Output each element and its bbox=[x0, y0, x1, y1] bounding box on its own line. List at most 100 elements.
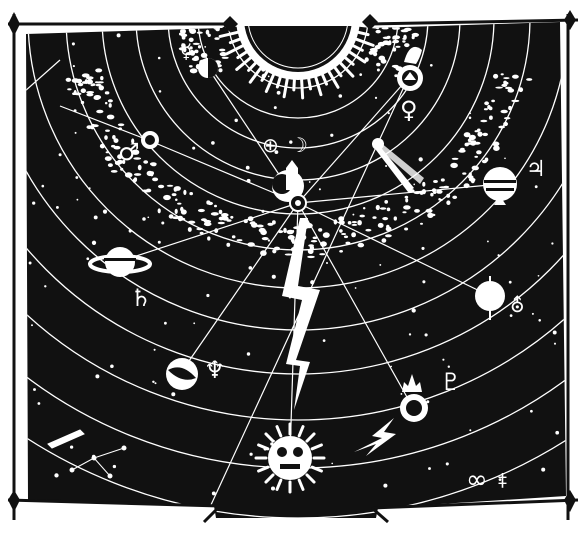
asteroid bbox=[196, 228, 203, 231]
asteroid bbox=[387, 208, 391, 212]
infinity-symbol: ∞ bbox=[466, 465, 488, 495]
asteroid bbox=[194, 56, 199, 61]
asteroid bbox=[511, 100, 519, 102]
star bbox=[377, 69, 380, 72]
asteroid bbox=[167, 185, 174, 187]
asteroid bbox=[158, 185, 164, 188]
jupiter-symbol: ♃ bbox=[526, 157, 546, 182]
asteroid bbox=[201, 218, 207, 221]
asteroid bbox=[489, 107, 493, 111]
asteroid bbox=[393, 40, 400, 43]
asteroid bbox=[218, 222, 225, 224]
asteroid bbox=[180, 29, 186, 34]
asteroid bbox=[365, 229, 371, 232]
asteroid bbox=[358, 243, 365, 248]
asteroid bbox=[472, 166, 479, 171]
saturn-symbol: ♄ bbox=[130, 284, 152, 312]
star bbox=[211, 141, 215, 145]
asteroid bbox=[232, 235, 236, 238]
star bbox=[147, 216, 149, 218]
asteroid bbox=[308, 244, 314, 247]
star bbox=[331, 463, 333, 465]
star bbox=[154, 349, 156, 351]
star bbox=[469, 112, 471, 114]
asteroid bbox=[134, 173, 141, 176]
star bbox=[355, 287, 357, 289]
asteroid bbox=[67, 88, 71, 90]
asteroid bbox=[392, 26, 398, 30]
asteroid bbox=[287, 230, 294, 235]
star bbox=[76, 199, 78, 201]
star bbox=[535, 185, 538, 188]
asteroid bbox=[208, 34, 211, 37]
asteroid bbox=[373, 52, 377, 56]
star bbox=[158, 57, 161, 60]
asteroid bbox=[92, 124, 99, 127]
asteroid bbox=[376, 30, 381, 34]
asteroid bbox=[446, 200, 450, 205]
asteroid bbox=[379, 56, 386, 61]
star bbox=[385, 165, 387, 167]
asteroid bbox=[211, 212, 219, 216]
asteroid bbox=[247, 242, 255, 247]
star bbox=[29, 262, 32, 265]
asteroid bbox=[108, 99, 113, 102]
asteroid bbox=[308, 249, 314, 254]
star bbox=[532, 313, 534, 315]
star bbox=[103, 210, 107, 214]
asteroid bbox=[219, 210, 223, 214]
star bbox=[261, 210, 264, 213]
asteroid bbox=[272, 220, 276, 224]
asteroid bbox=[439, 199, 443, 201]
asteroid bbox=[152, 178, 158, 182]
star bbox=[247, 352, 250, 355]
asteroid bbox=[477, 129, 481, 132]
asteroid bbox=[96, 110, 103, 114]
asteroid bbox=[81, 101, 84, 104]
asteroid bbox=[274, 247, 280, 251]
asteroid bbox=[222, 57, 229, 59]
star bbox=[164, 322, 167, 325]
asteroid bbox=[197, 32, 203, 34]
uranus-symbol: ⛢ bbox=[510, 293, 525, 317]
asteroid bbox=[86, 93, 93, 96]
star bbox=[359, 73, 362, 76]
asteroid bbox=[143, 160, 148, 164]
asteroid bbox=[341, 233, 346, 235]
star bbox=[541, 468, 545, 472]
star bbox=[555, 431, 559, 435]
asteroid bbox=[108, 163, 113, 167]
star bbox=[192, 147, 195, 150]
star bbox=[110, 365, 114, 369]
asteroid bbox=[190, 68, 198, 73]
asteroid bbox=[503, 122, 508, 126]
asteroid bbox=[226, 243, 230, 247]
asteroid bbox=[283, 228, 287, 233]
star bbox=[268, 76, 270, 78]
asteroid bbox=[107, 115, 115, 120]
asteroid bbox=[501, 110, 508, 114]
asteroid bbox=[82, 81, 87, 84]
star bbox=[171, 392, 175, 396]
star bbox=[553, 331, 557, 335]
asteroid bbox=[183, 190, 186, 195]
mars-icon bbox=[141, 131, 159, 149]
asteroid bbox=[508, 106, 512, 110]
asteroid bbox=[372, 216, 376, 219]
asteroid bbox=[485, 158, 489, 162]
asteroid bbox=[414, 209, 420, 213]
asteroid bbox=[198, 209, 205, 212]
asteroid bbox=[376, 205, 380, 210]
star bbox=[193, 322, 195, 324]
asteroid bbox=[163, 195, 171, 200]
asteroid bbox=[345, 242, 350, 245]
star bbox=[326, 262, 328, 264]
asteroid bbox=[441, 178, 445, 181]
asteroid bbox=[214, 27, 220, 30]
asteroid bbox=[158, 208, 161, 213]
star bbox=[175, 199, 178, 202]
star bbox=[384, 200, 388, 204]
star bbox=[309, 181, 311, 183]
asteroid bbox=[262, 237, 269, 240]
asteroid bbox=[468, 139, 472, 143]
